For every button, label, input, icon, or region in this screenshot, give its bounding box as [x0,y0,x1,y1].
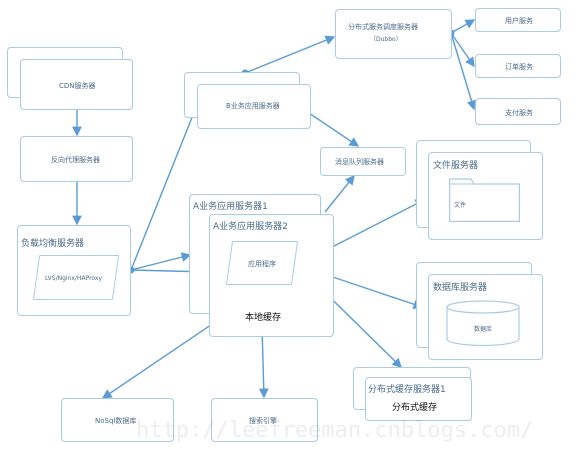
arrow-lb-to-a-app1 [130,252,192,271]
a-app-server-1-label: A业务应用服务器1 [193,202,268,212]
local-cache-label: 本地缓存 [245,313,282,323]
user-service [475,8,561,32]
dist-cache-server-label: 分布式缓存服务器1 [368,385,446,395]
dubbo-server [335,9,452,59]
dist-cache-label: 分布式缓存 [392,403,438,413]
arrow-a-app-to-mq [324,174,355,213]
nosql-db-label: NoSql数据库 [95,417,137,425]
arrow-dubbo-to-order [450,32,475,68]
db-server-label: 数据库服务器 [433,283,488,293]
dist-cache-server [365,377,472,421]
cdn-server [20,59,133,110]
dubbo-sub-label: （Dubbo） [370,36,402,43]
file-server-label: 文件服务器 [433,161,479,171]
b-app-server [197,84,311,129]
order-service-label: 订单服务 [505,63,533,71]
arrow-lb-to-b-app [130,103,199,271]
app-program-label: 应用程序 [248,260,276,268]
arrow-dubbo-to-user [450,19,476,34]
folder-icon [449,178,520,222]
mq-server-label: 消息队列服务器 [335,158,384,166]
user-service-label: 用户服务 [505,17,533,25]
database-icon [446,300,520,347]
db-label: 数据库 [474,326,493,333]
dubbo-server-label: 分布式服务调度服务器 [348,23,418,31]
payment-service-label: 支付服务 [505,109,533,117]
reverse-proxy-server [20,136,133,182]
arrow-dubbo-to-payment [450,32,477,111]
reverse-proxy-label: 反向代理服务器 [51,156,100,164]
mq-server [320,147,406,176]
search-engine [211,398,318,442]
payment-service [475,98,561,125]
cdn-server-label: CDN服务器 [59,82,96,90]
b-app-server-label: B业务应用服务器 [226,102,280,110]
search-engine-label: 搜索引擎 [249,417,277,425]
nosql-db [61,398,174,442]
arrow-b-app-to-dubbo [244,35,336,74]
file-label: 文件 [454,202,467,209]
watermark: http://leefreeman.cnblogs.com/ [136,418,534,443]
lb-software-label: LVS/Nginx/HAProxy [45,275,103,282]
a-app-server-2-label: A业务应用服务器2 [213,222,288,232]
load-balancer-label: 负载均衡服务器 [21,239,85,249]
order-service [475,54,561,78]
